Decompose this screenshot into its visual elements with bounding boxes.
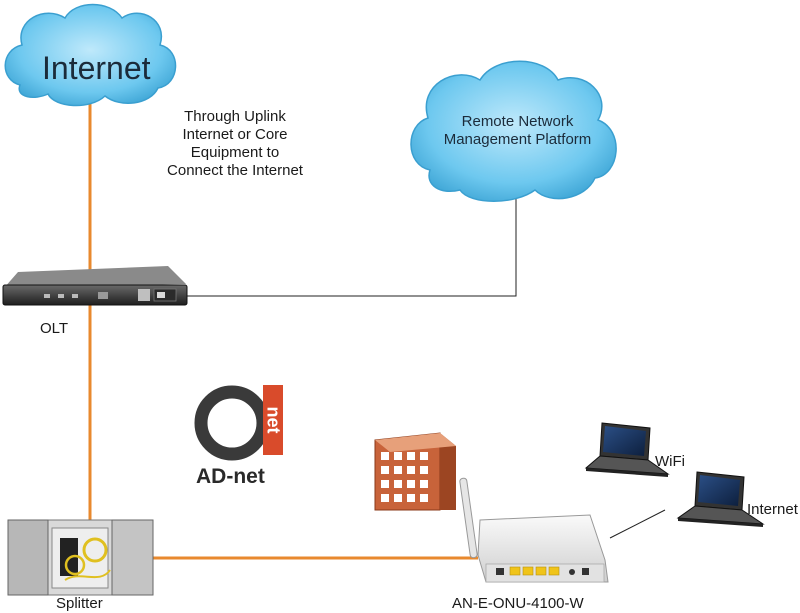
- building-icon: [374, 432, 456, 511]
- uplink-note-line2: Internet or Core: [182, 126, 288, 143]
- ethernet-olt-remote: [186, 198, 517, 297]
- uplink-note-line1: Through Uplink: [184, 108, 286, 125]
- splitter-device: [7, 519, 154, 596]
- onu-router: [459, 477, 609, 583]
- internet-cloud-label: Internet: [42, 50, 151, 86]
- olt-device: [2, 266, 188, 306]
- logo-mark-text: net: [263, 406, 284, 434]
- splitter-label: Splitter: [56, 595, 103, 612]
- uplink-note: Through Uplink Internet or Core Equipmen…: [150, 108, 320, 180]
- remote-cloud-label-line1: Remote Network: [461, 113, 574, 130]
- ethernet-onu-laptop: [609, 509, 666, 539]
- ethernet-links: [186, 198, 666, 539]
- uplink-note-line3: Equipment to: [190, 144, 280, 161]
- fiber-links: [88, 75, 478, 560]
- wifi-label: WiFi: [655, 453, 685, 470]
- onu-label: AN-E-ONU-4100-W: [452, 595, 584, 612]
- remote-cloud-label-line2: Management Platform: [443, 131, 592, 148]
- adnet-logo: [194, 385, 283, 461]
- antenna-icon: [459, 477, 478, 559]
- logo-ring: [194, 385, 270, 461]
- logo-bar: [263, 385, 283, 455]
- laptop-internet: [676, 471, 765, 527]
- internet-laptop-label: Internet: [747, 501, 798, 518]
- uplink-note-line4: Connect the Internet: [167, 162, 303, 179]
- laptop-wifi: [584, 422, 670, 477]
- internet-cloud: [4, 3, 177, 107]
- olt-label: OLT: [40, 320, 69, 337]
- remote-management-cloud: [410, 60, 617, 202]
- remote-cloud-label: Remote Network Management Platform: [425, 113, 610, 149]
- logo-name: AD-net: [196, 465, 265, 488]
- logo-mark-box: net: [262, 390, 284, 450]
